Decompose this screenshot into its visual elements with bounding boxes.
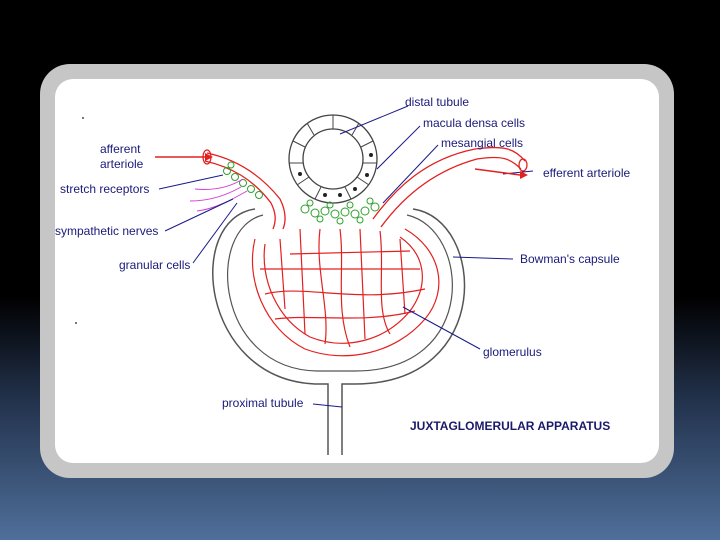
juxtaglomerular-diagram <box>155 105 534 455</box>
label-mesangial: mesangial cells <box>441 136 524 150</box>
mesangial-cells <box>300 197 380 225</box>
label-bowman: Bowman's capsule <box>520 252 620 266</box>
label-distal-tubule: distal tubule <box>405 95 470 109</box>
diagram-panel: distal tubule macula densa cells mesangi… <box>55 79 659 463</box>
bowmans-capsule <box>212 208 466 455</box>
speck <box>75 322 77 324</box>
label-afferent-2: arteriole <box>100 157 144 171</box>
bowmans-capsule-inner <box>226 214 453 372</box>
label-leaders <box>158 105 534 408</box>
label-afferent-1: afferent <box>100 142 141 156</box>
granular-cells <box>223 161 263 199</box>
label-granular: granular cells <box>119 258 191 272</box>
label-efferent: efferent arteriole <box>543 166 631 180</box>
label-proximal: proximal tubule <box>222 396 304 410</box>
speck <box>82 117 84 119</box>
label-stretch: stretch receptors <box>60 182 150 196</box>
macula-densa-nuclei <box>298 153 373 197</box>
efferent-arteriole <box>372 146 526 228</box>
label-macula-densa: macula densa cells <box>423 116 526 130</box>
diagram-title: JUXTAGLOMERULAR APPARATUS <box>410 419 611 433</box>
efferent-flow-arrow <box>474 168 521 176</box>
label-glomerulus: glomerulus <box>483 345 542 359</box>
glomerulus-capillaries <box>251 228 440 357</box>
distal-tubule-cells <box>289 115 377 200</box>
afferent-arteriole <box>204 152 286 230</box>
label-sympathetic: sympathetic nerves <box>55 224 159 238</box>
